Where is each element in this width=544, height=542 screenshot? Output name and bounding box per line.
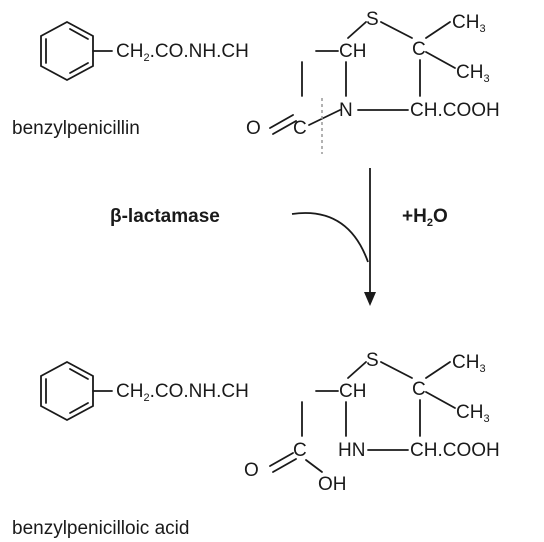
benzylpenicilloic-acid-structure: CH2.CO.NH.CH CH S C CH3 CH3 CH.COOH HN C… (40, 350, 500, 495)
c6-label: CH (339, 41, 366, 62)
side-chain-label-bottom: CH2.CO.NH.CH (116, 381, 249, 404)
sulfur-label: S (366, 9, 379, 30)
carbonyl-double-bond-b (272, 120, 297, 135)
benzene-ring-bottom (40, 360, 94, 422)
bond-ch-s (347, 21, 367, 39)
quaternary-c-label: C (412, 39, 426, 60)
enzyme-label: β-lactamase (110, 206, 220, 227)
methyl-top-label-bottom: CH3 (452, 352, 486, 375)
benzylpenicillin-structure: CH2.CO.NH.CH CH S C CH3 CH3 CH.COOH N C … (40, 9, 500, 154)
bond-c-n (308, 109, 341, 126)
carboxyl-label-bottom: CH.COOH (410, 440, 500, 461)
benzene-inner-bonds (45, 28, 89, 74)
bond-s-c (380, 21, 413, 39)
reagent-label: +H2O (402, 206, 448, 229)
acid-double-bond-a (269, 452, 294, 467)
carbonyl-c-label: C (293, 118, 307, 139)
acid-double-bond-b (272, 458, 297, 473)
sulfur-label-bottom: S (366, 350, 379, 371)
methyl-mid-label: CH3 (456, 62, 490, 85)
quaternary-c-label-bottom: C (412, 379, 426, 400)
reaction-arrow (291, 168, 376, 306)
amine-label: HN (338, 440, 365, 461)
bond-c-ch3-top (425, 21, 451, 39)
carbonyl-o-label: O (246, 118, 261, 139)
benzene-ring-top (40, 20, 94, 82)
product-caption: benzylpenicilloic acid (12, 518, 189, 539)
side-chain-label: CH2.CO.NH.CH (116, 41, 249, 64)
enzyme-curve (291, 212, 369, 263)
arrow-head (364, 292, 376, 306)
bond-c-oh (305, 459, 323, 473)
acid-c-label: C (293, 440, 307, 461)
bond-c-ch3-mid (425, 51, 456, 69)
c6-label-bottom: CH (339, 381, 366, 402)
bond-c-ch3-top-bottom (425, 361, 451, 379)
bond-s-c-bottom (380, 361, 413, 379)
bond-c-ch3-mid-bottom (425, 391, 456, 409)
carbonyl-double-bond-a (269, 114, 294, 129)
hydroxyl-label: OH (318, 474, 347, 495)
benzene-inner-bonds-bottom (45, 368, 89, 414)
nitrogen-label: N (339, 100, 353, 121)
carboxyl-label: CH.COOH (410, 100, 500, 121)
bond-ch-s-bottom (347, 361, 367, 379)
reactant-caption: benzylpenicillin (12, 118, 140, 139)
methyl-top-label: CH3 (452, 12, 486, 35)
methyl-mid-label-bottom: CH3 (456, 402, 490, 425)
acid-o-label: O (244, 460, 259, 481)
